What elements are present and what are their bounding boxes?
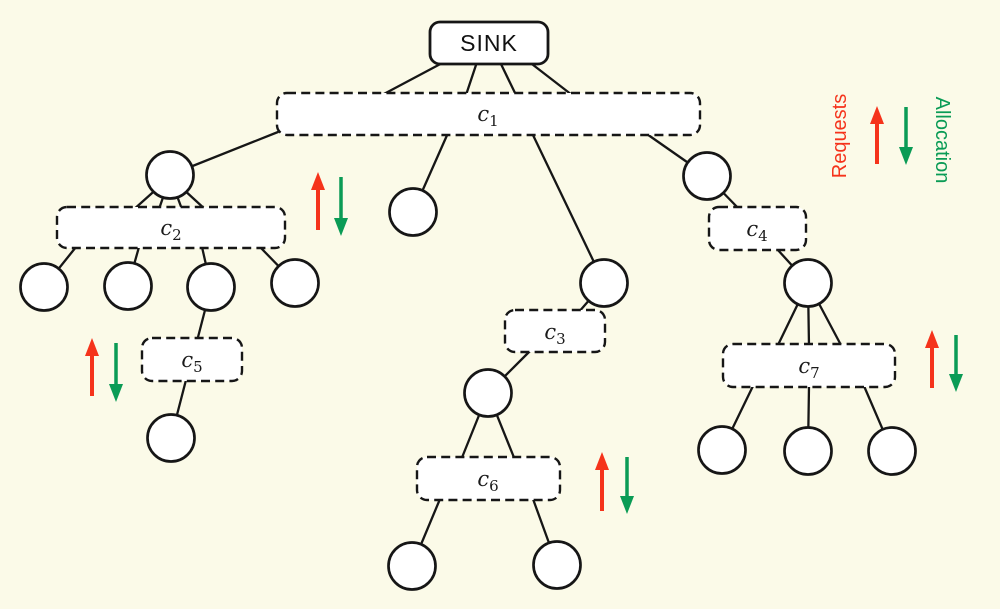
- cluster-label-c5: c5: [181, 348, 202, 376]
- node-circle: [783, 258, 833, 308]
- requests-up-arrow-c5: [85, 338, 99, 396]
- node-circle: [532, 540, 582, 590]
- sink-box: [428, 20, 550, 66]
- node-circle: [867, 426, 917, 476]
- allocation-down-arrow-c2: [334, 177, 348, 236]
- cluster-box-c2: [55, 205, 287, 250]
- legend: Requests Allocation: [829, 94, 953, 184]
- edge: [498, 60, 518, 97]
- cluster-box-c1: [275, 91, 702, 137]
- edge: [526, 59, 574, 97]
- cluster-c2: c2: [55, 205, 287, 250]
- node-circle: [388, 187, 438, 237]
- edge: [380, 59, 448, 97]
- cluster-c7: c7: [721, 342, 897, 389]
- cluster-box-c4: [707, 205, 808, 252]
- cluster-c3: c3: [503, 308, 607, 354]
- cluster-c4: c4: [707, 205, 808, 252]
- cluster-label-c2: c2: [160, 216, 181, 244]
- cluster-label-c4: c4: [746, 217, 767, 245]
- legend-allocation-label: Allocation: [931, 97, 953, 184]
- requests-up-arrow-c2: [311, 172, 325, 230]
- allocation-down-arrow-c5: [109, 343, 123, 402]
- node-circle: [682, 151, 732, 201]
- allocation-down-arrow-c7: [949, 335, 963, 392]
- cluster-c5: c5: [140, 336, 244, 383]
- node-circle: [19, 262, 69, 312]
- cluster-label-c7: c7: [798, 354, 819, 382]
- node-circle: [387, 541, 437, 591]
- node-circle: [103, 261, 153, 311]
- legend-requests-up-arrow: [870, 106, 884, 164]
- cluster-c6: c6: [415, 455, 562, 502]
- sink-label: SINK: [460, 30, 518, 56]
- node-circle: [579, 258, 629, 308]
- node-circle: [697, 425, 747, 475]
- node-circle: [186, 262, 236, 312]
- cluster-box-c7: [721, 342, 897, 389]
- cluster-label-c6: c6: [477, 467, 498, 495]
- cluster-box-c6: [415, 455, 562, 502]
- node-circle: [783, 426, 833, 476]
- legend-requests-label: Requests: [829, 94, 851, 179]
- node-circle: [463, 368, 513, 418]
- edge: [464, 60, 479, 97]
- node-circle: [146, 413, 196, 463]
- requests-up-arrow-c6: [595, 452, 609, 511]
- cluster-c1: c1: [275, 91, 702, 137]
- node-circle: [270, 258, 320, 308]
- cluster-label-c3: c3: [544, 320, 565, 348]
- requests-up-arrow-c7: [925, 330, 939, 388]
- sink-node: SINK: [428, 20, 550, 66]
- circle-nodes: [19, 150, 917, 591]
- cluster-box-c3: [503, 308, 607, 354]
- edge: [530, 131, 606, 285]
- allocation-down-arrow-c6: [620, 457, 634, 514]
- cluster-box-c5: [140, 336, 244, 383]
- cluster-label-c1: c1: [477, 102, 498, 130]
- legend-allocation-down-arrow: [899, 107, 913, 165]
- node-circle: [145, 150, 195, 200]
